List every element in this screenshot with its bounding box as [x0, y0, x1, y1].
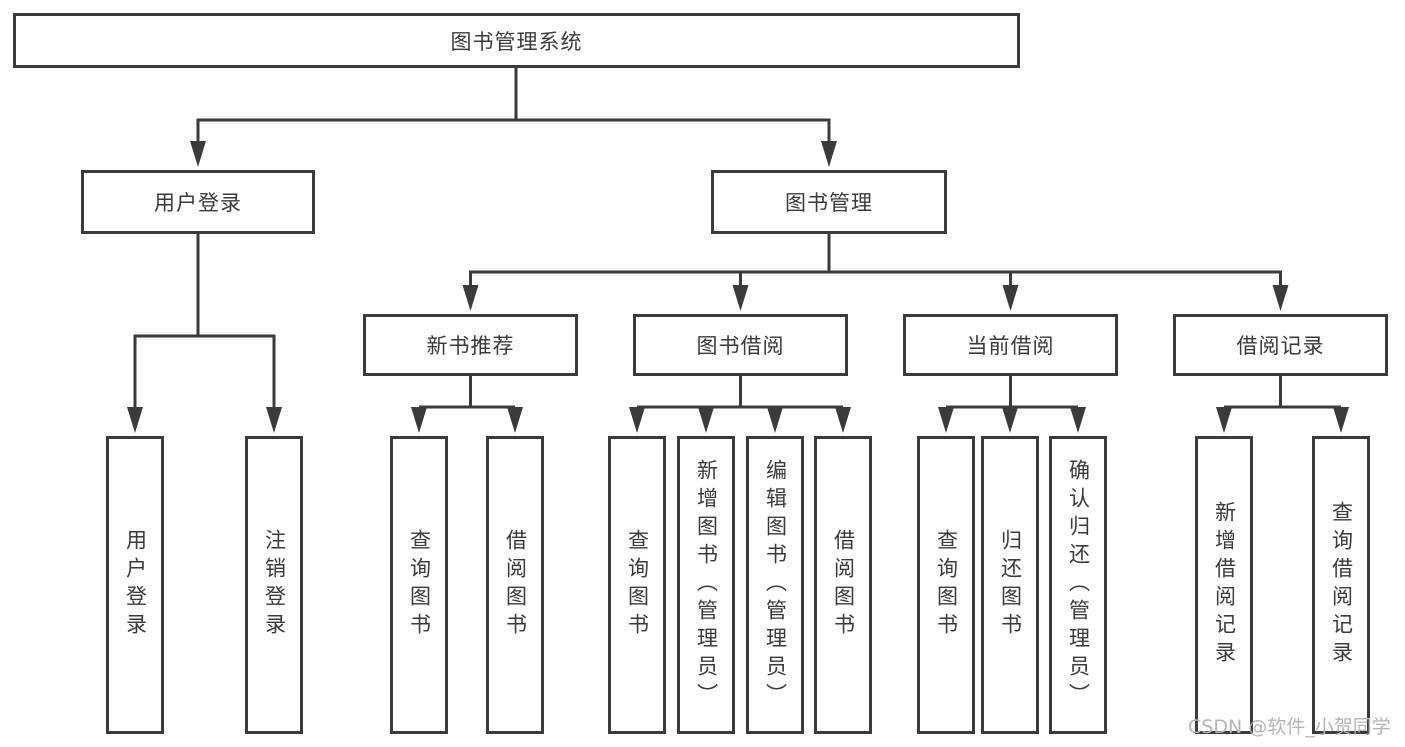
node-root: 图书管理系统	[13, 13, 1020, 68]
leaf-logout: 注销登录	[245, 436, 303, 734]
leaf-nb-borrow-book-label: 借阅图书	[503, 529, 528, 641]
leaf-user-login: 用户登录	[106, 436, 164, 734]
leaf-br-add-record: 新增借阅记录	[1195, 436, 1253, 734]
node-user-login: 用户登录	[81, 170, 315, 234]
csdn-watermark: CSDN @软件_小贺同学	[1188, 716, 1391, 738]
leaf-nb-borrow-book: 借阅图书	[486, 436, 544, 734]
node-book-borrow-label: 图书借阅	[696, 334, 785, 358]
node-book-management-label: 图书管理	[785, 191, 873, 215]
leaf-cb-confirm-return-admin-label: 确认归还（管理员）	[1066, 459, 1091, 711]
leaf-nb-query-book-label: 查询图书	[407, 529, 432, 641]
node-current-borrow-label: 当前借阅	[966, 334, 1055, 358]
leaf-nb-query-book: 查询图书	[390, 436, 448, 734]
node-user-login-label: 用户登录	[154, 191, 242, 215]
leaf-br-add-record-label: 新增借阅记录	[1212, 501, 1237, 669]
leaf-bb-query-book-label: 查询图书	[625, 529, 650, 641]
leaf-bb-borrow-book-label: 借阅图书	[831, 529, 856, 641]
leaf-bb-edit-book-admin-label: 编辑图书（管理员）	[763, 459, 788, 711]
node-new-book-recommend: 新书推荐	[363, 314, 578, 376]
leaf-bb-query-book: 查询图书	[608, 436, 666, 734]
node-current-borrow: 当前借阅	[903, 314, 1118, 376]
leaf-cb-query-book-label: 查询图书	[934, 529, 959, 641]
node-new-book-recommend-label: 新书推荐	[426, 334, 515, 358]
leaf-bb-edit-book-admin: 编辑图书（管理员）	[746, 436, 804, 734]
leaf-user-login-label: 用户登录	[123, 529, 148, 641]
leaf-bb-borrow-book: 借阅图书	[814, 436, 872, 734]
node-root-label: 图书管理系统	[450, 29, 583, 54]
leaf-logout-label: 注销登录	[262, 529, 287, 641]
leaf-br-query-record-label: 查询借阅记录	[1329, 501, 1354, 669]
node-book-management: 图书管理	[711, 170, 947, 234]
leaf-br-query-record: 查询借阅记录	[1312, 436, 1370, 734]
leaf-cb-query-book: 查询图书	[917, 436, 975, 734]
node-borrow-records-label: 借阅记录	[1236, 334, 1325, 358]
leaf-bb-add-book-admin-label: 新增图书（管理员）	[694, 459, 719, 711]
node-book-borrow: 图书借阅	[633, 314, 848, 376]
leaf-bb-add-book-admin: 新增图书（管理员）	[677, 436, 735, 734]
leaf-cb-return-book: 归还图书	[981, 436, 1039, 734]
leaf-cb-confirm-return-admin: 确认归还（管理员）	[1049, 436, 1107, 734]
node-borrow-records: 借阅记录	[1173, 314, 1388, 376]
leaf-cb-return-book-label: 归还图书	[998, 529, 1023, 641]
